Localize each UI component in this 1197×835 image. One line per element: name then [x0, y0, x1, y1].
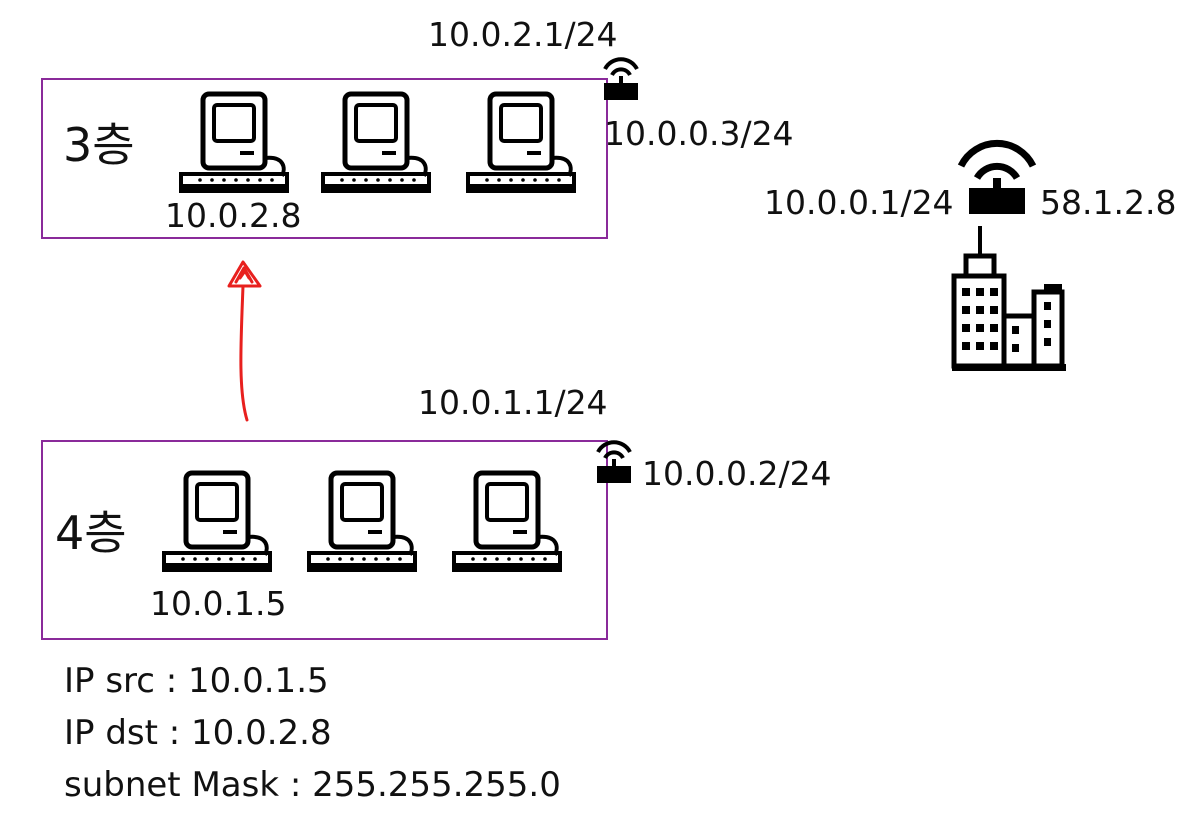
floor4-host-ip: 10.0.1.5	[150, 584, 287, 623]
wifi-router-icon	[602, 57, 640, 102]
computer-icon	[466, 94, 576, 193]
packet-src-line: IP src : 10.0.1.5	[64, 661, 329, 701]
floor3-label: 3층	[63, 118, 135, 172]
floor3-network-box	[41, 78, 608, 239]
computer-icon	[162, 473, 272, 572]
gateway-inside-ip: 10.0.0.1/24	[764, 183, 954, 222]
computer-icon	[307, 473, 417, 572]
floor3-router-wan-ip: 10.0.0.3/24	[604, 114, 794, 153]
floor4-router-wan-ip: 10.0.0.2/24	[642, 454, 832, 493]
building-icon	[951, 226, 1066, 371]
floor3-host-ip: 10.0.2.8	[165, 196, 302, 235]
computer-icon	[452, 473, 562, 572]
packet-dst-line: IP dst : 10.0.2.8	[64, 713, 332, 753]
floor4-label: 4층	[55, 506, 127, 560]
computer-icon	[321, 94, 431, 193]
floor4-network-box	[41, 440, 608, 640]
gateway-outside-ip: 58.1.2.8	[1040, 183, 1177, 222]
packet-flow-arrow	[227, 260, 262, 422]
wifi-router-icon	[957, 140, 1037, 214]
floor3-router-lan-ip: 10.0.2.1/24	[428, 15, 618, 54]
floor4-router-lan-ip: 10.0.1.1/24	[418, 383, 608, 422]
computer-icon	[179, 94, 289, 193]
wifi-router-icon	[595, 440, 633, 485]
packet-mask-line: subnet Mask : 255.255.255.0	[64, 765, 561, 805]
